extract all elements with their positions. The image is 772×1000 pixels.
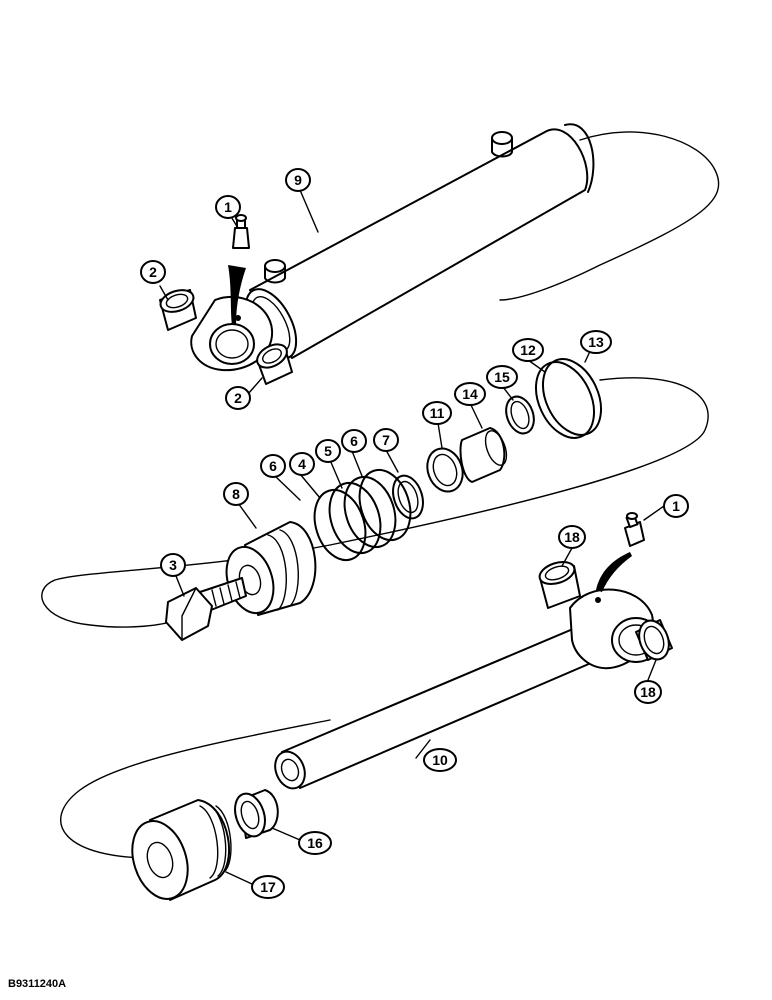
- callout-15: 15: [486, 365, 518, 389]
- gland: [131, 799, 232, 901]
- callout-10: 10: [423, 748, 457, 772]
- callout-label: 18: [564, 529, 580, 545]
- piston-seals: [313, 468, 424, 562]
- callouts: 1 2 2 9 12 13 14 15 11 6 4 5 6 7 8 3 1 1…: [140, 168, 689, 899]
- rod-bushing-left: [538, 560, 581, 609]
- callout-label: 14: [462, 386, 478, 402]
- callout-2-left: 2: [140, 260, 166, 284]
- callout-1-top: 1: [215, 195, 241, 219]
- callout-13: 13: [580, 330, 612, 354]
- callout-label: 3: [169, 557, 177, 573]
- callout-label: 2: [149, 264, 157, 280]
- callout-9: 9: [285, 168, 311, 192]
- piston: [225, 521, 317, 616]
- callout-label: 12: [520, 342, 536, 358]
- callout-label: 11: [430, 405, 445, 421]
- callout-12: 12: [512, 338, 544, 362]
- wiper-ring: [234, 789, 279, 839]
- seal-rings-upper: [426, 358, 603, 493]
- callout-6-left: 6: [260, 454, 286, 478]
- callout-7: 7: [373, 428, 399, 452]
- callout-6-right: 6: [341, 429, 367, 453]
- callout-label: 18: [640, 684, 656, 700]
- callout-11: 11: [422, 401, 452, 425]
- callout-label: 6: [269, 458, 277, 474]
- callout-5: 5: [315, 439, 341, 463]
- callout-label: 13: [588, 334, 604, 350]
- callout-label: 15: [494, 369, 510, 385]
- callout-label: 6: [350, 433, 358, 449]
- callout-3: 3: [160, 553, 186, 577]
- figure-id: B9311240A: [8, 978, 67, 990]
- callout-label: 10: [432, 752, 448, 768]
- callout-label: 16: [307, 835, 323, 851]
- callout-label: 8: [232, 486, 240, 502]
- callout-label: 4: [298, 456, 306, 472]
- grease-fitting-top: [232, 214, 250, 249]
- cylinder-barrel: [190, 123, 595, 372]
- callout-18-top: 18: [558, 525, 586, 549]
- callout-2-bottom: 2: [225, 386, 251, 410]
- callout-4: 4: [289, 452, 315, 476]
- callout-14: 14: [454, 382, 486, 406]
- callout-1-bottom: 1: [663, 494, 689, 518]
- callout-label: 5: [324, 443, 332, 459]
- callout-label: 7: [382, 432, 390, 448]
- callout-8: 8: [223, 482, 249, 506]
- grease-fitting-bottom: [624, 512, 645, 547]
- callout-17: 17: [251, 875, 285, 899]
- callout-label: 17: [260, 879, 276, 895]
- piston-bolt: [165, 577, 247, 641]
- barrel-bushing-left: [159, 289, 197, 331]
- callout-label: 1: [224, 199, 232, 215]
- barrel-bushing-lower: [256, 343, 293, 385]
- callout-16: 16: [298, 831, 332, 855]
- rod-bushing-right: [635, 619, 673, 661]
- callout-18-bottom: 18: [634, 680, 662, 704]
- callout-label: 1: [672, 498, 680, 514]
- callout-label: 2: [234, 390, 242, 406]
- leader-lines: [159, 189, 665, 885]
- callout-label: 9: [294, 172, 302, 188]
- piston-rod: [274, 552, 661, 790]
